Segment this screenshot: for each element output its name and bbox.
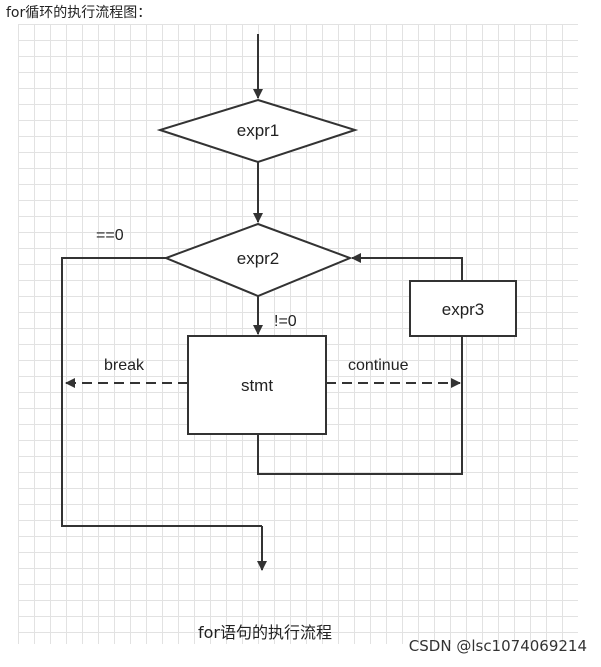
expr3-to-expr2-arrow	[351, 253, 463, 281]
continue-label: continue	[348, 357, 409, 374]
expr1-label: expr1	[237, 121, 280, 140]
break-label: break	[104, 357, 145, 374]
watermark: CSDN @lsc1074069214	[408, 637, 587, 655]
true-branch-label: !=0	[274, 313, 297, 330]
stmt-to-expr3-line	[257, 336, 463, 475]
page-title: for循环的执行流程图：	[6, 5, 152, 21]
expr2-label: expr2	[237, 249, 280, 268]
expr3-box	[409, 280, 517, 337]
expr3-label: expr3	[442, 300, 485, 319]
stmt-label: stmt	[241, 376, 273, 395]
false-branch-line	[61, 257, 262, 527]
stmt-box	[187, 335, 327, 435]
diagram-caption: for语句的执行流程	[197, 623, 332, 642]
false-branch-label: ==0	[96, 227, 124, 244]
